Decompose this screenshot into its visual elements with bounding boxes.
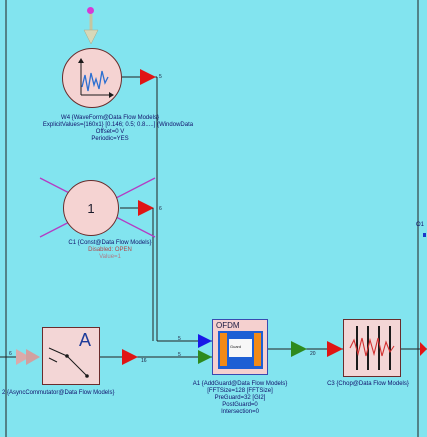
async-in-arrow [16, 349, 30, 365]
ofdm-in-bottom-pin: 5 [178, 352, 181, 358]
ofdm-in-bottom-arrow [198, 350, 212, 364]
ofdm-header: OFDM [216, 321, 240, 330]
guard-label: Guard [230, 344, 242, 349]
guard-center [229, 339, 252, 357]
async-symbol: A [79, 330, 92, 350]
port-arrow [83, 29, 99, 45]
const-block[interactable]: 1 [63, 180, 119, 236]
const-status: Disabled: OPEN [88, 247, 132, 253]
ofdm-param-intersection: Intersection=0 [221, 409, 259, 415]
const-param-value: Value=1 [99, 254, 121, 260]
waveform-param-offset: Offset=0 V [95, 129, 125, 135]
waveform-glyph-icon [78, 58, 114, 98]
port-terminal[interactable] [87, 7, 94, 14]
ofdm-inner-panel: Guard [218, 331, 263, 369]
ofdm-param-postguard: PostGuard=0 [222, 402, 258, 408]
const-out-pin: 6 [159, 206, 162, 212]
waveform-out-arrow [140, 69, 156, 85]
chop-title: C3 {Chop@Data Flow Models} [327, 381, 409, 387]
guard-right-bar [254, 333, 261, 366]
async-in-arrow-2 [26, 349, 40, 365]
waveform-param-values: ExplicitValues={160x1} [0.146; 0.5; 0.8.… [42, 122, 194, 128]
async-out-pin: 16 [141, 358, 147, 364]
ofdm-out-arrow [291, 341, 307, 357]
async-title: 2 {AsyncCommutator@Data Flow Models} [2, 390, 115, 396]
const-symbol: 1 [87, 200, 95, 216]
ofdm-title: A1 {AddGuard@Data Flow Models} [192, 381, 288, 387]
async-in-pin: 6 [9, 351, 12, 357]
async-commutator-block[interactable]: A [42, 327, 100, 385]
chop-block[interactable] [343, 319, 401, 377]
waveform-param-periodic: Periodic=YES [91, 136, 129, 142]
ofdm-out-pin: 20 [310, 351, 316, 357]
const-out-arrow [138, 200, 154, 216]
chop-glyph-icon [349, 326, 395, 370]
waveform-out-pin: 5 [159, 74, 162, 80]
chop-out-arrow [420, 342, 427, 356]
ofdm-in-top-pin: 5 [178, 336, 181, 342]
ofdm-block[interactable]: OFDM Guard [212, 319, 268, 375]
switch-glyph-icon [48, 347, 89, 378]
waveform-title: W4 {WaveForm@Data Flow Models} [61, 115, 159, 121]
offscreen-block-label: O1 [416, 222, 425, 228]
ofdm-in-top-arrow [198, 334, 212, 348]
waveform-block[interactable] [62, 48, 122, 108]
offscreen-marker [423, 233, 426, 237]
ofdm-param-fftsize: [FFTSize=128 [FFTSize] [207, 388, 273, 394]
chop-in-arrow [327, 341, 343, 357]
ofdm-param-preguard: PreGuard=32 [GI2] [214, 395, 266, 401]
const-title: C1 {Const@Data Flow Models} [68, 240, 152, 246]
guard-left-bar [220, 333, 227, 366]
async-out-arrow [122, 349, 138, 365]
